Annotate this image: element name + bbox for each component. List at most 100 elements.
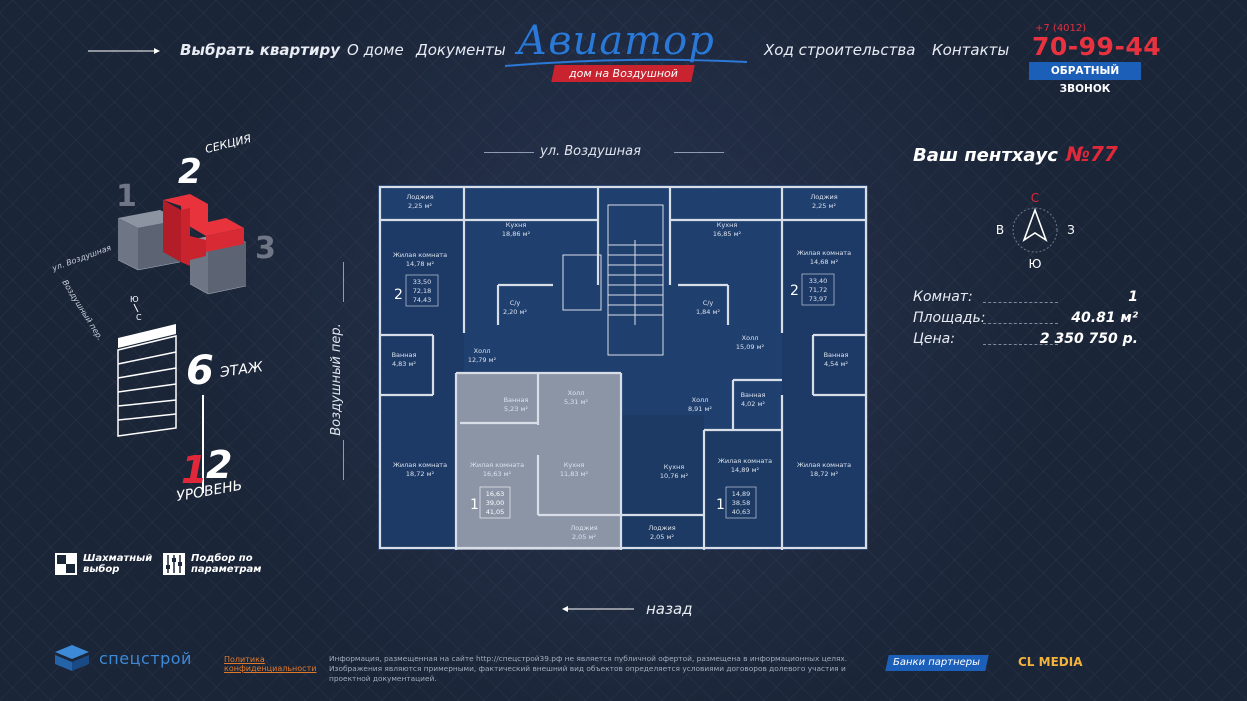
company-logo[interactable]: спецстрой: [55, 645, 192, 671]
apartment-unit-middle[interactable]: [621, 415, 704, 550]
apartment-unit-left[interactable]: [380, 220, 464, 550]
phone-number[interactable]: 70-99-44: [1032, 32, 1162, 61]
apartment-unit-right[interactable]: [782, 220, 866, 550]
svg-text:С/у: С/у: [510, 299, 521, 307]
nav-contacts[interactable]: Контакты: [932, 41, 1010, 59]
svg-text:16,85 м²: 16,85 м²: [713, 230, 742, 238]
chess-view-button[interactable]: Шахматный выбор: [55, 553, 152, 575]
studio-credit[interactable]: CL MEDIA: [1018, 655, 1083, 669]
svg-text:Ванная: Ванная: [504, 396, 529, 404]
svg-text:4,83 м²: 4,83 м²: [392, 360, 416, 368]
nav-construction[interactable]: Ход строительства: [764, 41, 916, 59]
svg-text:10,76 м²: 10,76 м²: [660, 472, 689, 480]
svg-text:18,86 м²: 18,86 м²: [502, 230, 531, 238]
section-3-label[interactable]: 3: [255, 231, 276, 266]
svg-text:Кухня: Кухня: [506, 221, 527, 229]
street-line: [343, 440, 344, 480]
section-2-block[interactable]: [163, 194, 244, 266]
sliders-icon: [163, 553, 185, 575]
street-label-top: ул. Воздушная: [540, 144, 641, 159]
info-rooms-row: Комнат: 1: [913, 289, 1138, 307]
privacy-link[interactable]: Политика конфиденциальности: [224, 655, 317, 673]
menu-arrow-icon: [88, 48, 160, 54]
floor-stack-icon[interactable]: [116, 322, 178, 438]
svg-text:12,79 м²: 12,79 м²: [468, 356, 497, 364]
svg-text:Жилая комната: Жилая комната: [470, 461, 524, 469]
level-2-option[interactable]: 2: [206, 443, 233, 487]
logo-subtitle: дом на Воздушной: [551, 65, 695, 82]
svg-text:8,91 м²: 8,91 м²: [688, 405, 712, 413]
info-label: Комнат:: [913, 289, 973, 305]
svg-text:39,00: 39,00: [486, 499, 505, 507]
nav-choose-apartment[interactable]: Выбрать квартиру: [180, 41, 340, 59]
svg-text:Лоджия: Лоджия: [648, 524, 675, 532]
room-label: С/у1,84 м²: [696, 299, 720, 316]
filter-params-button[interactable]: Подбор по параметрам: [163, 553, 261, 575]
svg-text:Холл: Холл: [568, 389, 585, 397]
logo-title: Авиатор: [517, 18, 715, 64]
section-1-label[interactable]: 1: [116, 179, 137, 214]
apartment-tag: 1 14,89 38,58 40,63: [716, 486, 757, 519]
svg-text:Ванная: Ванная: [392, 351, 417, 359]
street-line: [674, 152, 724, 153]
penthouse-number: №77: [1065, 142, 1118, 166]
svg-text:11,83 м²: 11,83 м²: [560, 470, 589, 478]
disclaimer-text: Информация, размещенная на сайте http://…: [329, 654, 848, 683]
svg-text:72,18: 72,18: [413, 287, 432, 295]
svg-text:40,63: 40,63: [732, 508, 751, 516]
site-logo[interactable]: Авиатор дом на Воздушной: [503, 18, 749, 84]
svg-text:1,84 м²: 1,84 м²: [696, 308, 720, 316]
cube-icon: [55, 645, 89, 671]
svg-text:71,72: 71,72: [809, 286, 828, 294]
svg-text:Холл: Холл: [474, 347, 491, 355]
partner-banks-button[interactable]: Банки партнеры: [885, 655, 989, 671]
logo-swoosh-icon: [504, 58, 748, 67]
svg-text:15,09 м²: 15,09 м²: [736, 343, 765, 351]
chessboard-icon: [55, 553, 77, 575]
svg-text:Жилая комната: Жилая комната: [797, 461, 851, 469]
svg-text:4,02 м²: 4,02 м²: [741, 400, 765, 408]
svg-text:2,25 м²: 2,25 м²: [408, 202, 432, 210]
svg-text:Ю: Ю: [1029, 257, 1042, 270]
nav-about[interactable]: О доме: [347, 41, 404, 59]
section-label: СЕКЦИЯ: [203, 132, 253, 156]
callback-button[interactable]: ОБРАТНЫЙ ЗВОНОК: [1029, 62, 1141, 95]
svg-text:14,68 м²: 14,68 м²: [810, 258, 839, 266]
filter-params-label: Подбор по параметрам: [191, 553, 262, 575]
svg-text:5,23 м²: 5,23 м²: [504, 405, 528, 413]
iso-compass-n: С: [136, 313, 142, 322]
back-button[interactable]: назад: [562, 600, 693, 618]
level-1-option[interactable]: 1: [181, 448, 208, 492]
svg-text:Холл: Холл: [692, 396, 709, 404]
street-line: [484, 152, 534, 153]
svg-text:2,25 м²: 2,25 м²: [812, 202, 836, 210]
nav-documents[interactable]: Документы: [416, 41, 506, 59]
info-label: Цена:: [913, 331, 955, 347]
section-selector-3d[interactable]: 1 3 ул. Воздушная Воздушный пер. Ю С: [50, 170, 290, 340]
back-label: назад: [646, 600, 693, 618]
apartment-unit-right-middle[interactable]: [704, 430, 782, 550]
floor-label: ЭТАЖ: [219, 359, 264, 381]
svg-text:4,54 м²: 4,54 м²: [824, 360, 848, 368]
svg-text:73,97: 73,97: [809, 295, 828, 303]
room-label: С/у2,20 м²: [503, 299, 527, 316]
info-value: 1: [1128, 289, 1138, 305]
compass-icon: С Ю В З: [996, 191, 1075, 270]
iso-compass-s: Ю: [130, 295, 139, 304]
